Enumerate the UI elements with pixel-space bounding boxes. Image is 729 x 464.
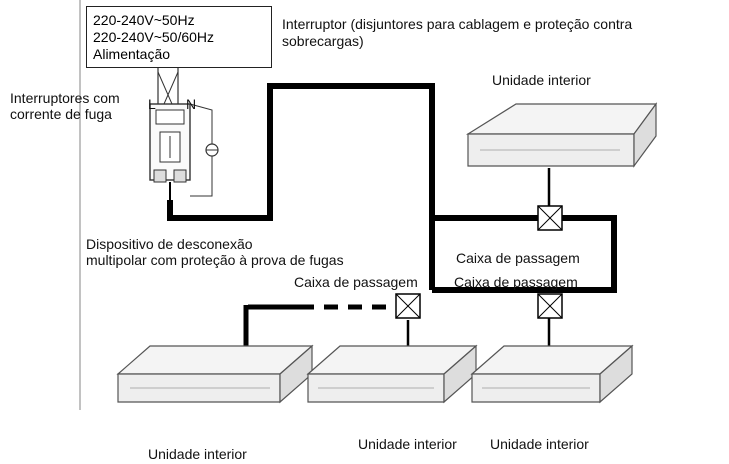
main-wire	[167, 83, 617, 293]
power-supply-line1: 220-240V~50Hz	[93, 12, 195, 28]
terminal-l-label: L	[148, 96, 156, 112]
junction-box-right	[537, 293, 563, 319]
junction-box-mid	[395, 293, 421, 319]
leakage-breaker-device	[149, 68, 219, 204]
power-supply-line2: 220-240V~50/60Hz	[93, 29, 215, 45]
power-supply-label: Alimentação	[93, 46, 171, 62]
breaker-label-line2: sobrecargas)	[282, 33, 364, 49]
junction-box-label-right: Caixa de passagem	[454, 274, 578, 290]
indoor-unit-left-label: Unidade interior	[148, 446, 247, 462]
power-supply-box: 220-240V~50Hz 220-240V~50/60Hz Alimentaç…	[86, 6, 272, 68]
leakage-switch-label-line2: corrente de fuga	[10, 106, 112, 122]
indoor-unit-mid-shape	[306, 344, 478, 404]
leakage-switch-label-line1: Interruptores com	[10, 90, 120, 106]
disconnect-label-line2: multipolar com proteção à prova de fugas	[86, 252, 344, 268]
junction-box-label-top: Caixa de passagem	[456, 250, 580, 266]
terminal-n-label: N	[186, 96, 197, 112]
junction-box-label-mid: Caixa de passagem	[294, 274, 418, 290]
indoor-unit-right-label: Unidade interior	[490, 436, 589, 452]
indoor-unit-mid-label: Unidade interior	[358, 436, 457, 452]
indoor-unit-left-shape	[116, 344, 314, 404]
indoor-unit-top-label: Unidade interior	[492, 72, 591, 88]
breaker-label-line1: Interruptor (disjuntores para cablagem e…	[282, 16, 633, 32]
indoor-unit-right-shape	[470, 344, 634, 404]
disconnect-label-line1: Dispositivo de desconexão	[86, 236, 253, 252]
junction-box-top	[537, 205, 563, 231]
indoor-unit-top-shape	[465, 102, 658, 168]
